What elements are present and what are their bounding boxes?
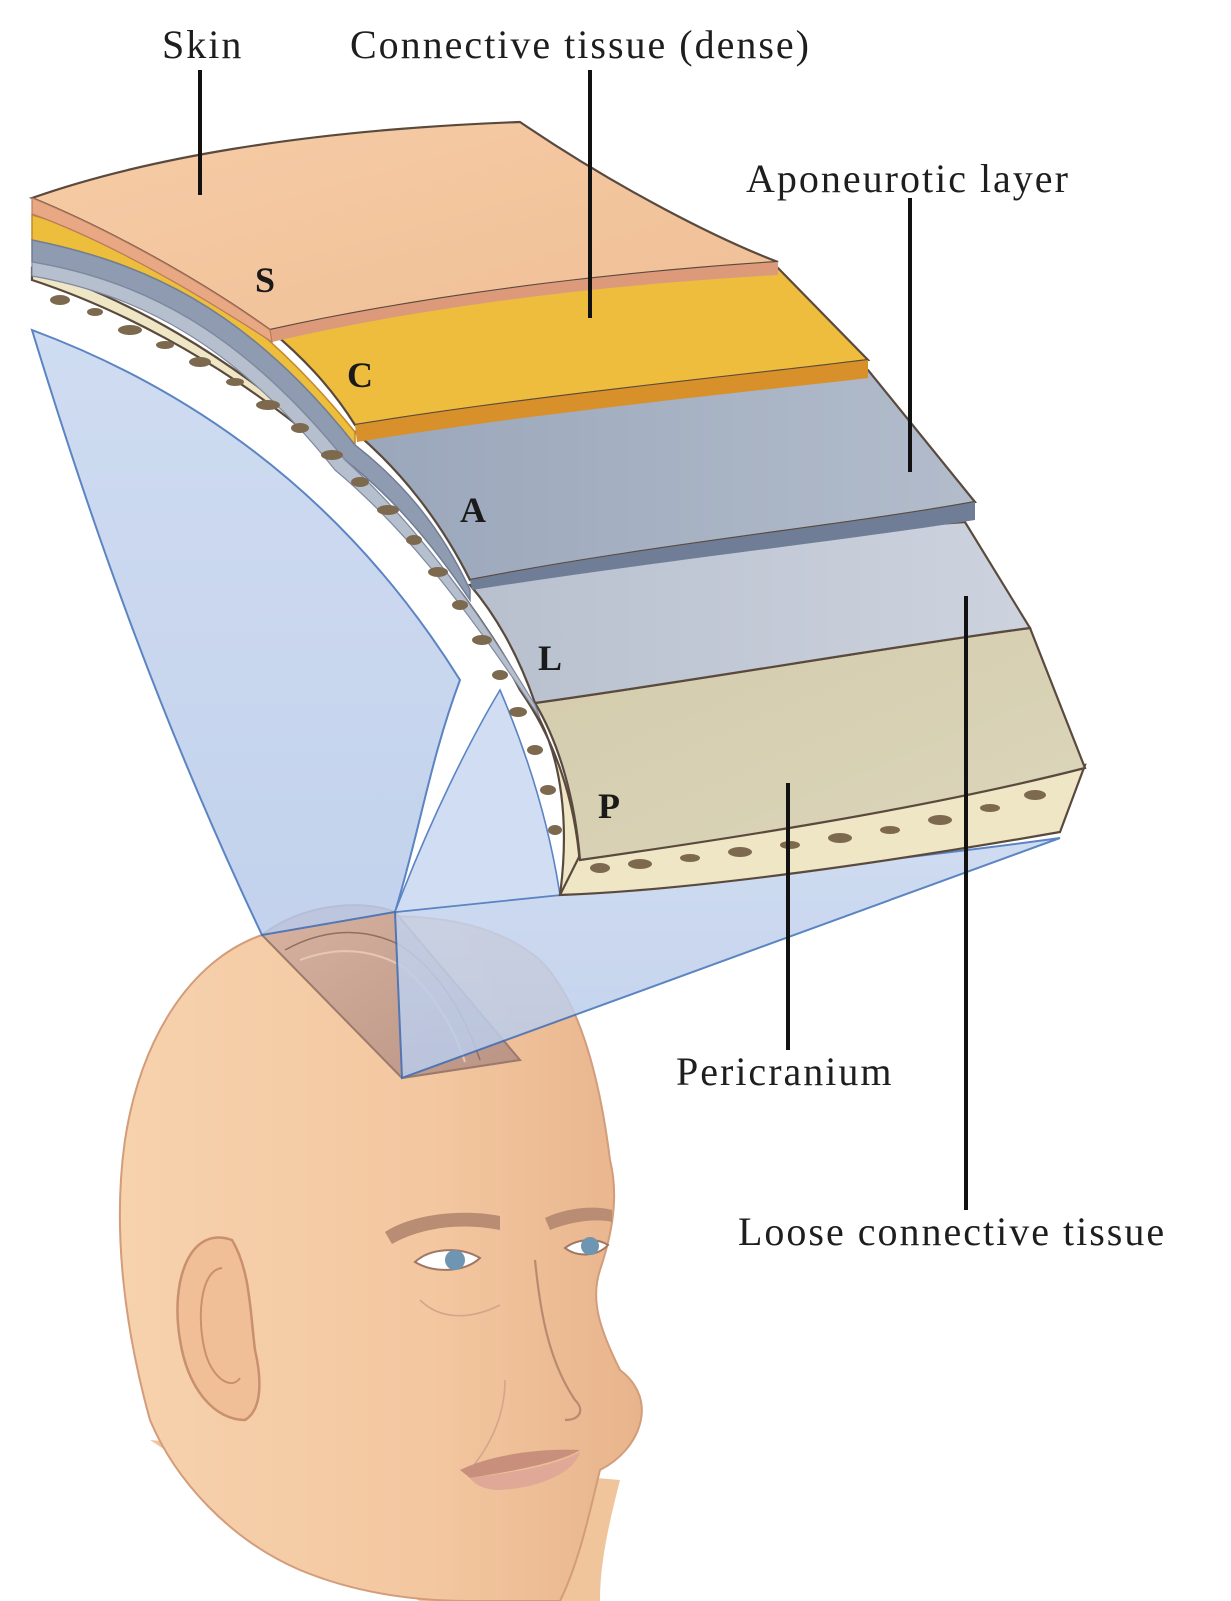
dense-connective-label: Connective tissue (dense): [350, 22, 811, 67]
letter-l: L: [538, 638, 562, 678]
letter-c: C: [347, 355, 373, 395]
pericranium-label: Pericranium: [676, 1049, 894, 1094]
letter-p: P: [598, 786, 620, 826]
right-eye-iris: [581, 1237, 599, 1255]
letter-a: A: [460, 490, 486, 530]
letter-s: S: [255, 260, 275, 300]
left-eye-iris: [445, 1250, 465, 1270]
loose-connective-label: Loose connective tissue: [738, 1209, 1166, 1254]
aponeurotic-label: Aponeurotic layer: [746, 156, 1070, 201]
skin-label: Skin: [162, 22, 243, 67]
